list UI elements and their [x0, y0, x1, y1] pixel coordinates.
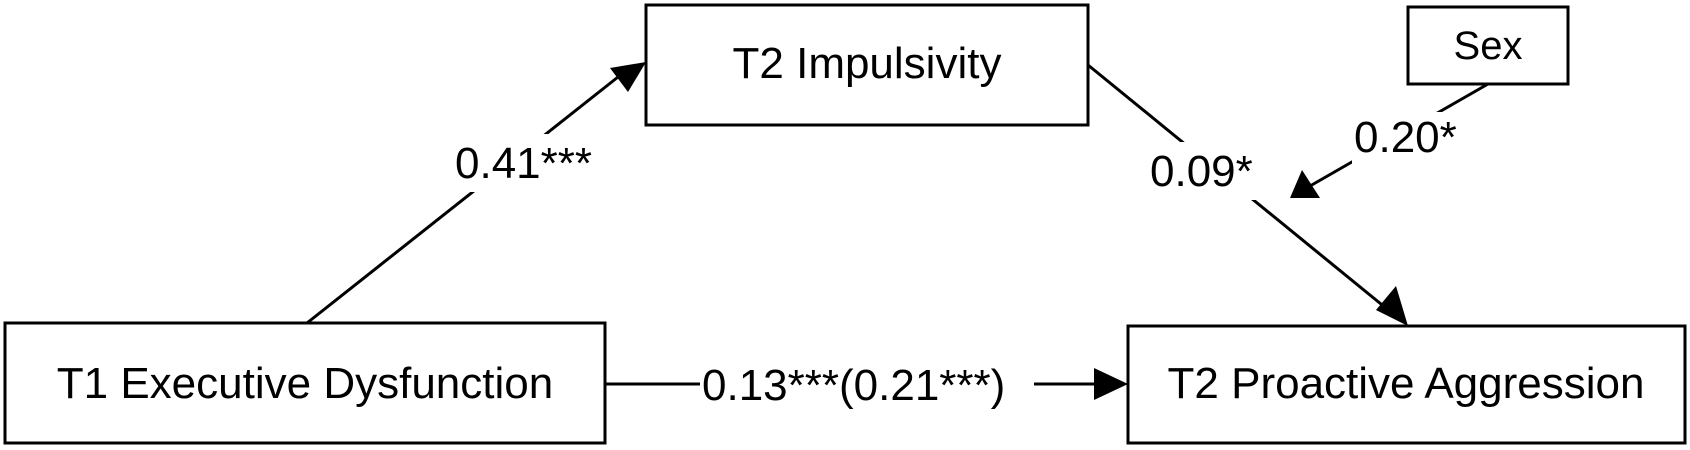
node-aggression: T2 Proactive Aggression	[1126, 324, 1687, 445]
edge-label-exec-to-impulsivity: 0.41***	[455, 139, 592, 188]
edge-impulsivity-to-aggression: 0.09*	[1087, 63, 1408, 326]
node-label-sex: Sex	[1454, 24, 1523, 68]
edge-exec-to-aggression: 0.13***(0.21***)	[605, 356, 1128, 412]
node-label-aggression: T2 Proactive Aggression	[1168, 359, 1645, 408]
node-executive: T1 Executive Dysfunction	[3, 321, 607, 445]
arrowhead	[1376, 286, 1408, 326]
edge-sex-moderation: 0.20*	[1290, 82, 1489, 198]
arrowhead	[610, 62, 646, 92]
node-label-impulsivity: T2 Impulsivity	[733, 39, 1002, 88]
edge-label-exec-to-aggression: 0.13***(0.21***)	[702, 361, 1005, 410]
node-sex: Sex	[1406, 5, 1570, 86]
edge-label-impulsivity-to-aggression: 0.09*	[1150, 147, 1253, 196]
edge-label-sex-moderation: 0.20*	[1354, 113, 1457, 162]
edge-exec-to-impulsivity: 0.41***	[306, 62, 646, 325]
arrowhead	[1290, 170, 1320, 198]
node-label-executive: T1 Executive Dysfunction	[57, 359, 553, 408]
arrowhead	[1094, 368, 1128, 400]
node-impulsivity: T2 Impulsivity	[644, 3, 1090, 127]
